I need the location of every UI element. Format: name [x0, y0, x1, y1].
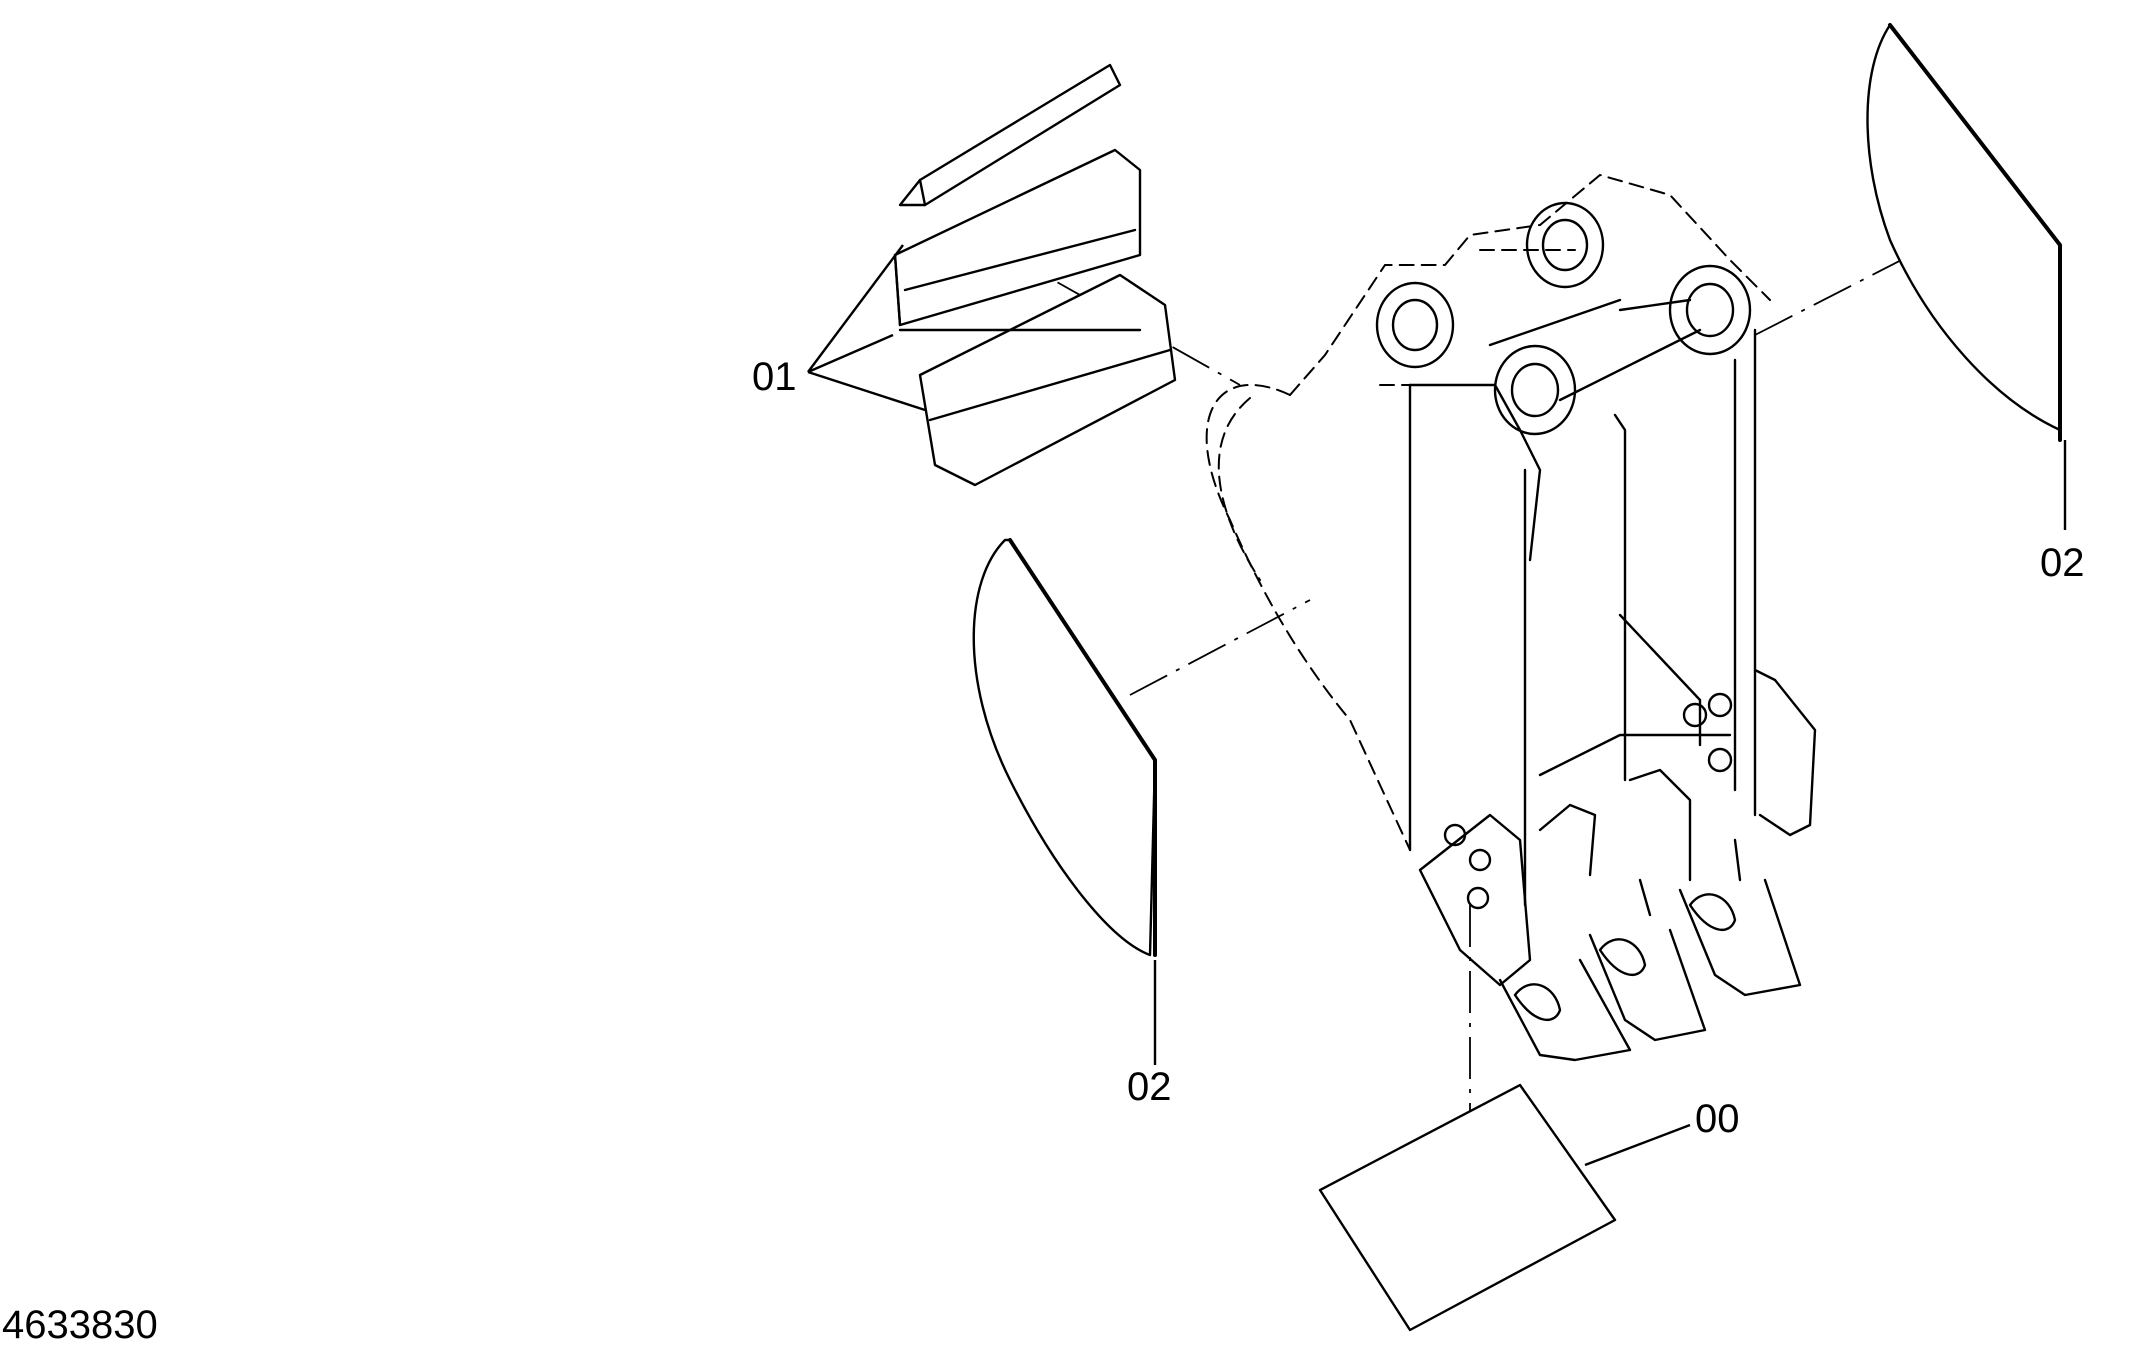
decal-plate-icon [972, 538, 1157, 957]
callout-01: 01 [752, 355, 797, 399]
callout-00: 00 [1695, 1097, 1740, 1141]
label-plate-icon [1318, 1083, 1617, 1332]
leader-lines [807, 244, 2067, 1167]
wear-plate-stack-icon [893, 63, 1177, 487]
decal-plate-icon [1866, 23, 2062, 442]
callout-02-right: 02 [2040, 541, 2085, 585]
callout-02-left: 02 [1127, 1065, 1172, 1109]
excavator-bucket-icon [999, 173, 1961, 1190]
drawing-number: 4633830 [2, 1303, 158, 1345]
